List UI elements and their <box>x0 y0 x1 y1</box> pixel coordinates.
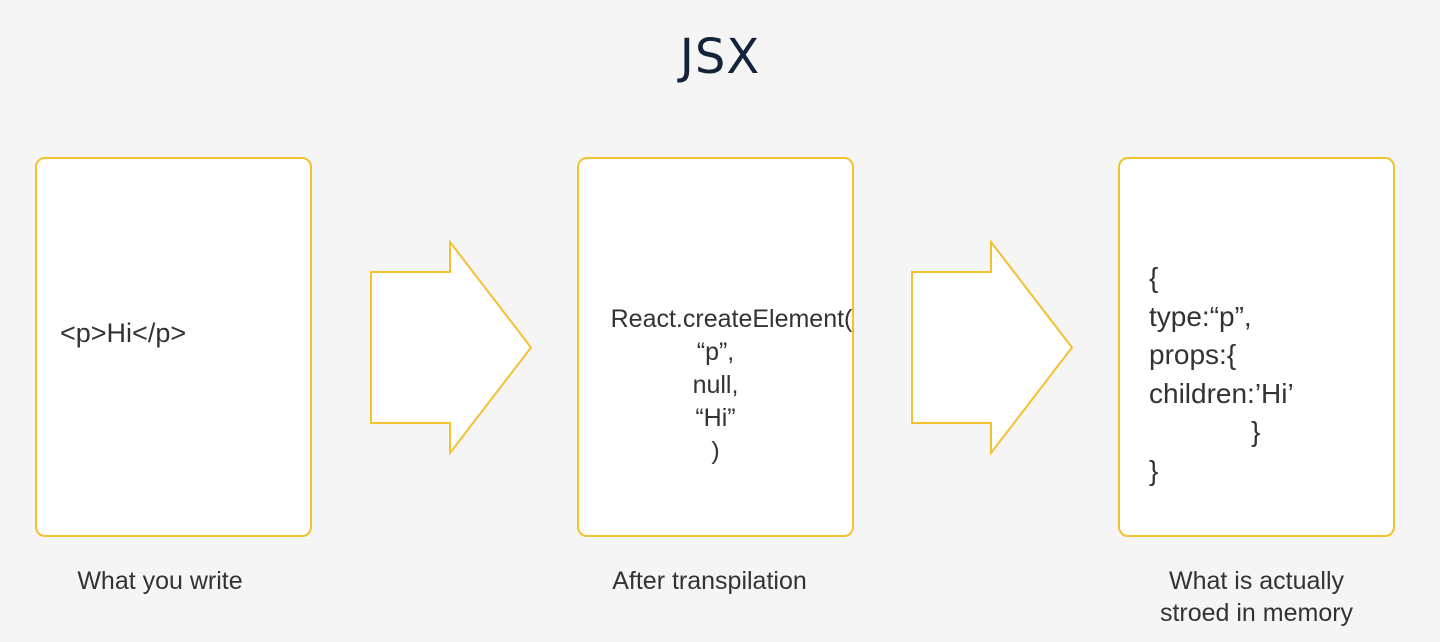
caption-line: stroed in memory <box>1159 599 1354 627</box>
code-line: children:’Hi’ <box>1149 377 1294 409</box>
caption-after-transpilation: After transpilation <box>612 567 807 595</box>
right-arrow-icon <box>911 240 1074 455</box>
code-line: “Hi” <box>695 404 736 432</box>
code-line: null, <box>692 371 739 399</box>
memory-object-code: { type:“p”, props:{ children:’Hi’ } } <box>1149 259 1294 490</box>
code-line: type:“p”, <box>1149 300 1252 332</box>
code-line: { <box>1149 262 1159 293</box>
code-line: } <box>1251 416 1261 447</box>
source-code-box: <p>Hi</p> <box>35 157 312 537</box>
transpiled-code-box: React.createElement( “p”, null, “Hi” ) <box>577 157 854 537</box>
diagram-title: JSX <box>679 29 761 85</box>
caption-line: What is actually <box>1168 567 1345 595</box>
transpiled-code: React.createElement( “p”, null, “Hi” ) <box>579 303 853 468</box>
code-line: ) <box>711 437 720 465</box>
jsx-source-code: <p>Hi</p> <box>60 318 187 348</box>
code-line: } <box>1149 454 1159 486</box>
right-arrow-icon <box>370 240 533 455</box>
caption-stored-in-memory: What is actually stroed in memory <box>1118 565 1395 629</box>
caption-what-you-write: What you write <box>77 567 243 595</box>
code-line: “p”, <box>696 338 735 366</box>
memory-object-box: { type:“p”, props:{ children:’Hi’ } } <box>1118 157 1395 537</box>
code-line: props:{ <box>1149 339 1237 370</box>
code-line: React.createElement( <box>610 305 853 333</box>
